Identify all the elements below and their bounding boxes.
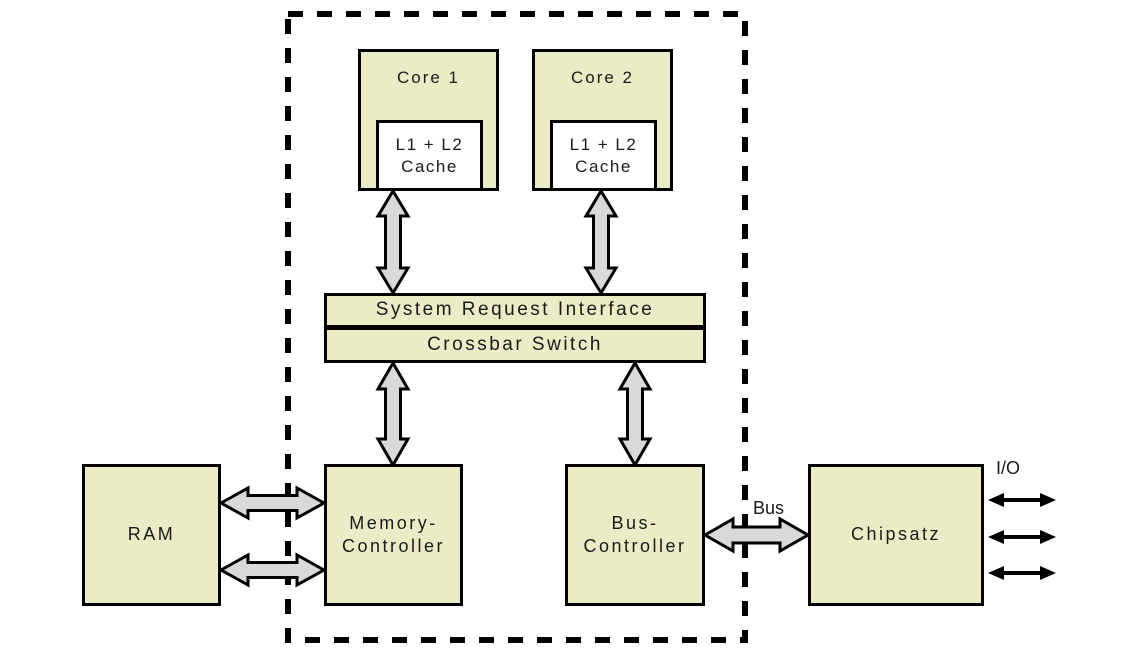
- block-memory-controller[interactable]: Memory- Controller: [324, 464, 463, 606]
- block-crossbar-switch[interactable]: Crossbar Switch: [324, 327, 706, 363]
- cpu-package-boundary: [285, 11, 748, 643]
- io-connection-label: I/O: [996, 458, 1021, 478]
- core-2-cache-label: L1 + L2 Cache: [569, 134, 638, 176]
- arrow-bus-controller-to-chipset: [701, 516, 812, 554]
- ram-label: RAM: [127, 524, 176, 545]
- block-bus-controller[interactable]: Bus- Controller: [565, 464, 705, 606]
- block-ram[interactable]: RAM: [82, 464, 221, 606]
- bus-connection-label: Bus: [753, 498, 785, 518]
- arrow-core2-to-sri: [583, 188, 619, 296]
- arrow-crossbar-to-memory-controller: [375, 359, 411, 469]
- block-core-1-cache[interactable]: L1 + L2 Cache: [376, 120, 483, 191]
- core-1-cache-label: L1 + L2 Cache: [395, 134, 464, 176]
- arrow-chipset-io-3: [988, 566, 1056, 580]
- block-chipset[interactable]: Chipsatz: [808, 464, 984, 606]
- chipset-label: Chipsatz: [850, 524, 942, 545]
- block-core-2-cache[interactable]: L1 + L2 Cache: [550, 120, 657, 191]
- arrow-core1-to-sri: [375, 188, 411, 296]
- memory-controller-label: Memory- Controller: [341, 512, 446, 556]
- core-1-title: Core 1: [396, 68, 461, 87]
- bus-controller-label: Bus- Controller: [583, 512, 687, 556]
- core-2-title: Core 2: [570, 68, 635, 87]
- crossbar-switch-label: Crossbar Switch: [427, 333, 603, 355]
- arrow-ram-to-memory-controller-lower: [217, 552, 328, 588]
- arrow-ram-to-memory-controller-upper: [217, 485, 328, 521]
- system-request-interface-label: System Request Interface: [375, 299, 655, 321]
- arrow-chipset-io-1: [988, 493, 1056, 507]
- arrow-crossbar-to-bus-controller: [617, 359, 653, 469]
- block-system-request-interface[interactable]: System Request Interface: [324, 293, 706, 328]
- arrow-chipset-io-2: [988, 530, 1056, 544]
